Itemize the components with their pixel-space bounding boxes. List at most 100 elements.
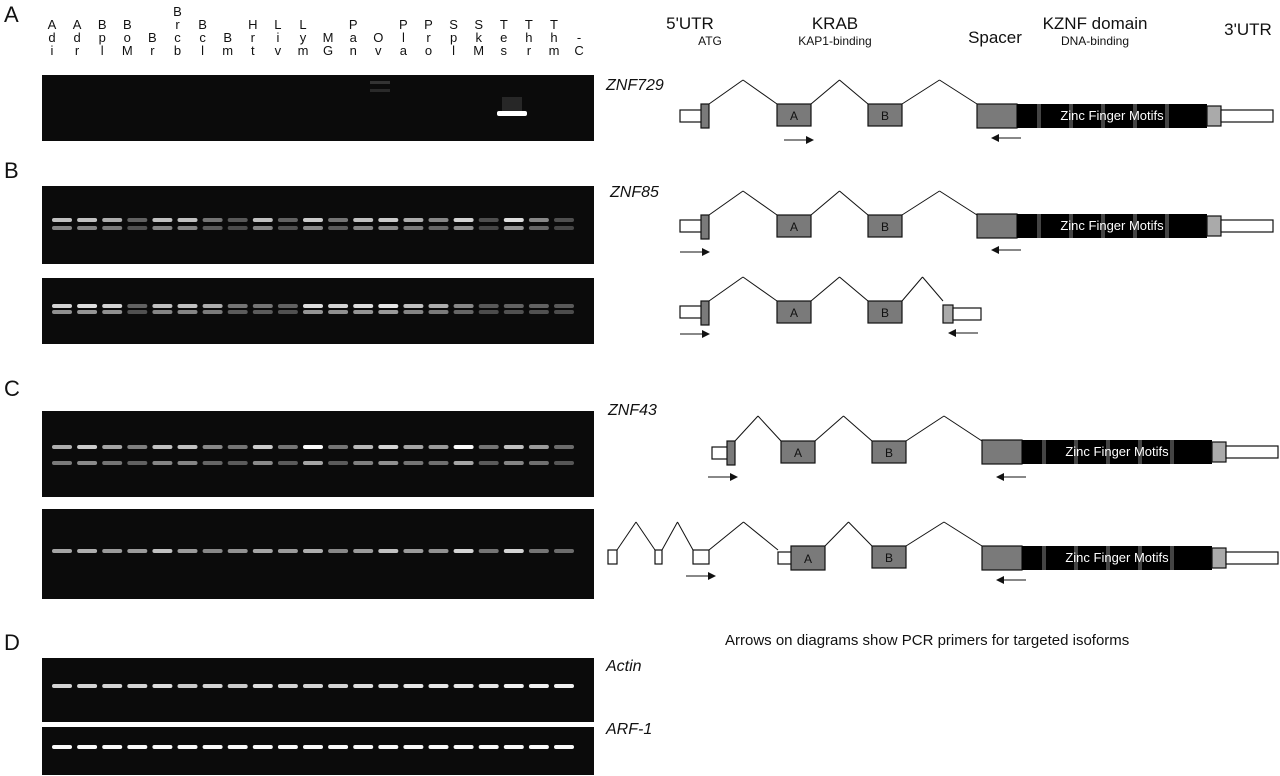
lane-label-char: T (499, 17, 508, 32)
zinc-finger-motif (1106, 546, 1110, 570)
gel-band (428, 549, 449, 553)
gel-band (252, 684, 273, 688)
gel-band (52, 218, 72, 222)
gel-band (528, 549, 549, 553)
exon-a (776, 103, 812, 127)
primer-reverse-head (996, 473, 1004, 481)
header-kznf-label: KZNF domain (1042, 14, 1148, 33)
gel-band (328, 218, 349, 222)
gel-band (478, 549, 499, 553)
header-3utr: 3'UTR (1218, 20, 1278, 40)
utr3-box (1220, 109, 1274, 123)
header-5utr-label: 5'UTR (666, 14, 714, 33)
exon-b-label: B (881, 306, 889, 320)
gel-band (177, 445, 198, 449)
lane-label-char: m (222, 43, 234, 58)
kznf-end-exon (1206, 105, 1222, 127)
gel-band (428, 745, 449, 749)
gel-band (503, 745, 524, 749)
zinc-finger-motif (1074, 546, 1078, 570)
intron-line (810, 79, 840, 105)
lane-label-char: B (198, 17, 207, 32)
gel-band (77, 218, 98, 222)
intron-line (943, 521, 983, 547)
gel-band (152, 226, 173, 230)
gel-band (52, 745, 72, 749)
intron-line (661, 521, 678, 551)
gel-band (52, 461, 72, 465)
gel-band (277, 226, 298, 230)
zinc-finger-motif (1037, 104, 1041, 128)
gel-band (177, 745, 198, 749)
utr5-box (711, 446, 729, 460)
lane-label-char: k (475, 30, 482, 45)
gel-znf43-a-bands (52, 445, 574, 465)
gel-band (252, 226, 273, 230)
primer-forward-head (806, 136, 814, 144)
gel-band (77, 310, 98, 314)
gel-band (554, 226, 574, 230)
gel-band (227, 304, 248, 308)
lane-label-char: O (373, 30, 384, 45)
exon-b-label: B (885, 446, 893, 460)
gel-band (554, 745, 574, 749)
intron-line (939, 190, 978, 216)
gel-band (177, 226, 198, 230)
lane-label-char: B (173, 4, 182, 19)
lane-label-char: p (98, 30, 106, 45)
gel-band (328, 445, 349, 449)
gel-band (102, 445, 123, 449)
gel-band (177, 461, 198, 465)
gel-band (303, 304, 323, 308)
gel-band (478, 461, 499, 465)
gel-band (303, 445, 323, 449)
zinc-finger-block (1017, 214, 1207, 238)
gel-band (528, 745, 549, 749)
intron-line (743, 521, 779, 551)
gel-band (52, 445, 72, 449)
gel-band (227, 226, 248, 230)
gel-band (252, 461, 273, 465)
primer-forward-head (702, 248, 710, 256)
gel-band (428, 461, 449, 465)
gel-band (252, 745, 273, 749)
lane-label-char: b (173, 43, 182, 58)
gel-band (127, 445, 148, 449)
header-kznf: KZNF domain DNA-binding (1030, 14, 1160, 48)
intron-line (901, 79, 940, 105)
gel-band (227, 461, 248, 465)
gel-band (303, 684, 323, 688)
exon-b (867, 214, 903, 238)
gel-band (328, 304, 349, 308)
intron-line (708, 521, 744, 551)
gel-band (554, 310, 574, 314)
utr3-box (1225, 551, 1279, 565)
zinc-finger-motif (1138, 440, 1142, 464)
gel-band (554, 218, 574, 222)
gel-band (303, 461, 323, 465)
lane-label-char: n (349, 43, 357, 58)
lane-label-char: H (248, 17, 258, 32)
gene-label-znf729: ZNF729 (606, 77, 664, 94)
gel-band (102, 745, 123, 749)
intron-line (757, 415, 782, 442)
atg-exon (700, 103, 710, 129)
lane-label-char: o (123, 30, 131, 45)
lane-label-char: l (401, 30, 405, 45)
zinc-finger-motif (1165, 214, 1169, 238)
gel-band (177, 304, 198, 308)
gel-band (202, 549, 223, 553)
lane-label-char: B (97, 17, 107, 32)
lane-label-char: r (74, 43, 80, 58)
gel-band (497, 111, 527, 116)
zinc-finger-block (1022, 546, 1212, 570)
lane-label-char: A (72, 17, 82, 32)
exon-a (790, 545, 826, 571)
kznf-end-exon (1211, 441, 1227, 463)
lane-label-char: - (576, 30, 582, 45)
